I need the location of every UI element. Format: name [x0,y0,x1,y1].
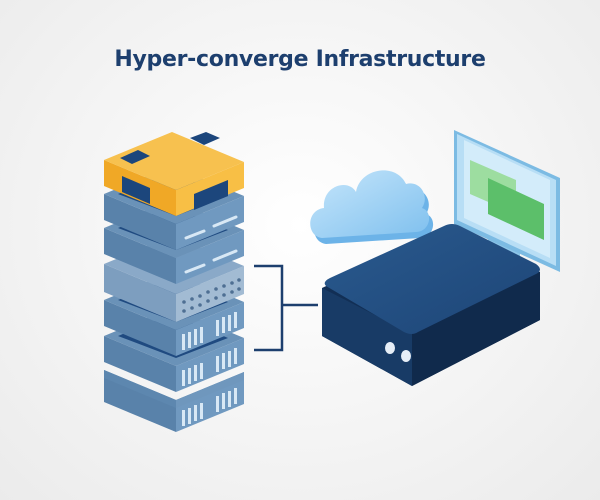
page-title: Hyper-converge Infrastructure [114,47,486,72]
vent-holes-icon [182,278,241,313]
cloud-icon [310,170,434,244]
hci-appliance-box [322,224,540,386]
monitor-icon [454,130,560,272]
storage-node-top [104,132,244,216]
connector-bracket [254,264,318,352]
screen-window-front [488,178,544,240]
server-stack [104,132,244,432]
power-button-icon [385,342,411,362]
server-unit-6-face [104,378,244,432]
